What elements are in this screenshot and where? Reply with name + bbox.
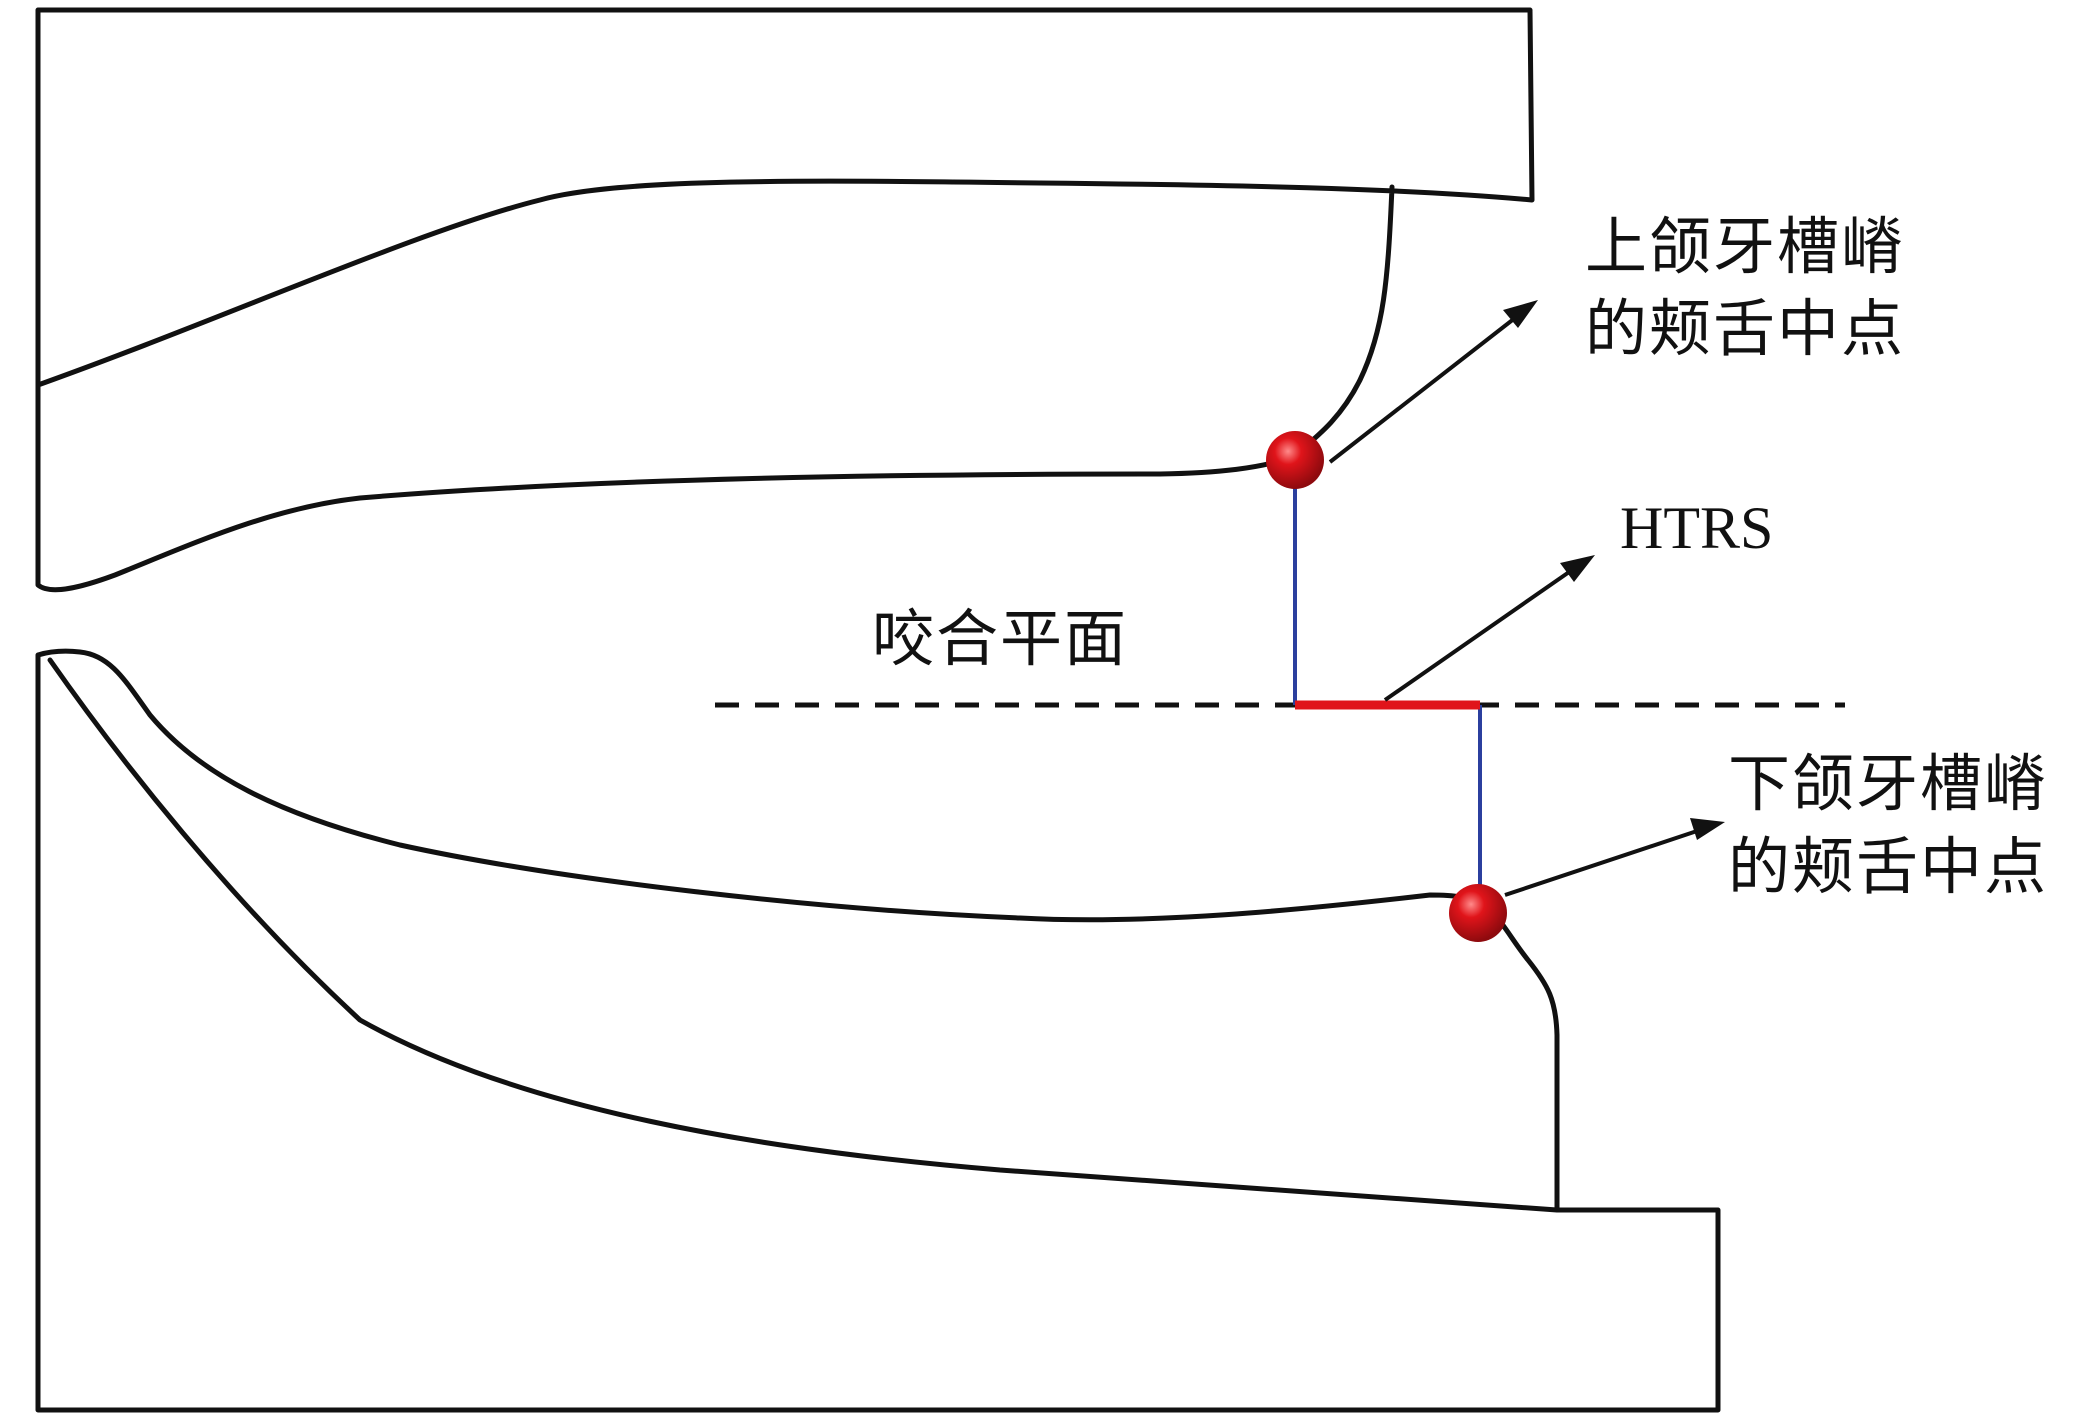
upper-point-arrow xyxy=(1328,300,1538,464)
upper-point-label-line2: 的颊舌中点 xyxy=(1585,292,1905,365)
htrs-arrow xyxy=(1383,555,1595,702)
occlusal-plane-label: 咬合平面 xyxy=(872,602,1128,675)
htrs-label: HTRS xyxy=(1620,495,1773,561)
lower-point-label-line1: 下颌牙槽嵴 xyxy=(1728,747,2048,820)
lower-point-label-line2: 的颊舌中点 xyxy=(1728,830,2048,903)
lower-alveolar-ridge-midpoint xyxy=(1449,884,1507,942)
lower-point-arrow xyxy=(1504,818,1725,897)
upper-point-label-line1: 上颌牙槽嵴 xyxy=(1585,210,1905,283)
lower-jaw-outline xyxy=(35,648,1721,1413)
upper-alveolar-ridge-midpoint xyxy=(1266,431,1324,489)
upper-jaw-outline xyxy=(35,7,1535,593)
